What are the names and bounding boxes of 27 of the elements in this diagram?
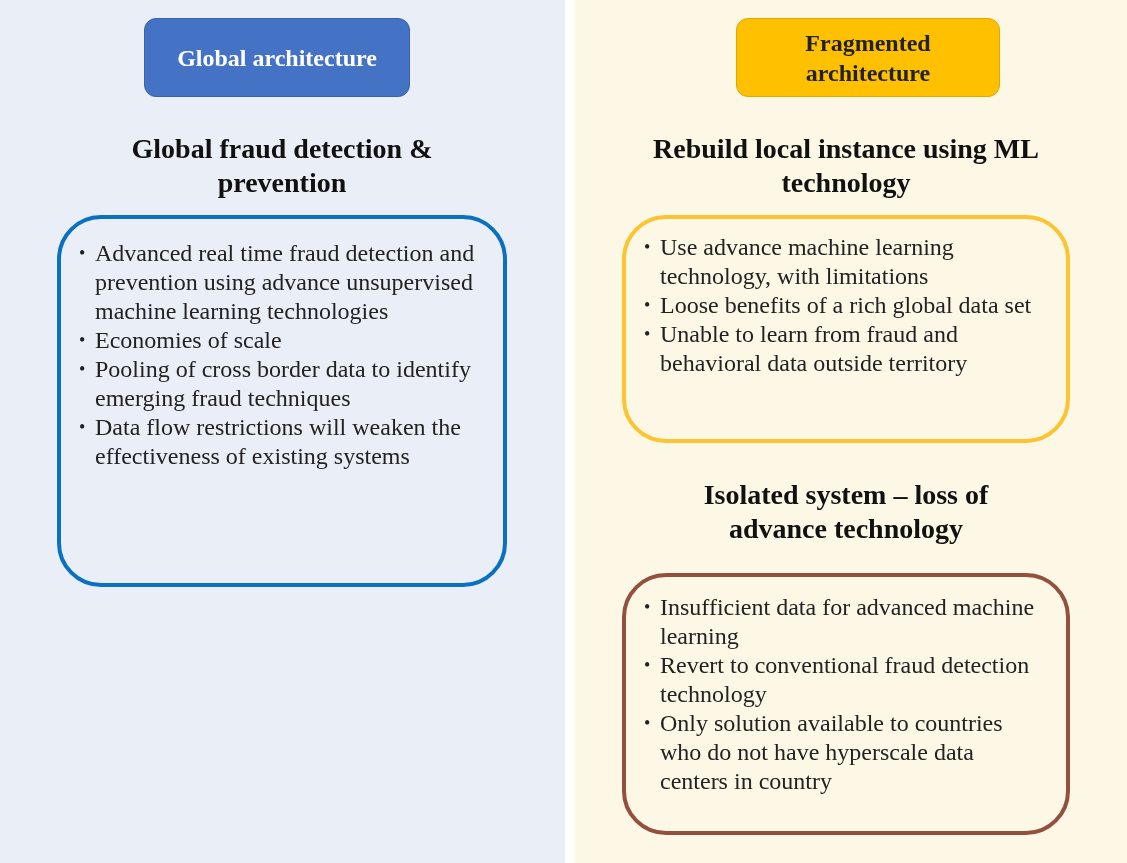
bullet-mark: •	[79, 242, 87, 265]
bullet-mark: •	[79, 416, 87, 439]
section-heading: Isolated system – loss of advance technology	[702, 478, 990, 546]
bullet-text: Pooling of cross border data to identify emerging fraud techniques	[95, 355, 472, 413]
bullet-text: Loose benefits of a rich global data set	[660, 291, 1032, 320]
bullet-mark: •	[644, 323, 652, 346]
header-tag: Global architecture	[144, 18, 410, 97]
bullet-text: Revert to conventional fraud detection technology	[660, 651, 1031, 709]
bullet-text: Data flow restrictions will weaken the effectiveness of existing systems	[95, 413, 462, 471]
bullet-mark: •	[644, 236, 652, 259]
section-heading: Global fraud detection & prevention	[130, 132, 434, 200]
panel-background	[0, 0, 565, 863]
bullet-mark: •	[79, 358, 87, 381]
bullet-mark: •	[644, 596, 652, 619]
bullet-mark: •	[644, 654, 652, 677]
bullet-text: Economies of scale	[95, 326, 282, 355]
bullet-mark: •	[644, 294, 652, 317]
bullet-text: Insufficient data for advanced machine learning	[660, 593, 1036, 651]
section-heading: Rebuild local instance using ML technology	[652, 132, 1040, 200]
bullet-mark: •	[79, 329, 87, 352]
bullet-text: Advanced real time fraud detection and prevention using advance unsupervised machine learning technologies	[95, 239, 476, 326]
header-tag: Fragmented architecture	[736, 18, 1000, 97]
bullet-text: Unable to learn from fraud and behavioral data outside territory	[660, 320, 969, 378]
panel-background	[575, 0, 1127, 863]
bullet-mark: •	[644, 712, 652, 735]
bullet-text: Only solution available to countries who do not have hyperscale data centers in country	[660, 709, 1004, 796]
bullet-text: Use advance machine learning technology, with limitations	[660, 233, 955, 291]
